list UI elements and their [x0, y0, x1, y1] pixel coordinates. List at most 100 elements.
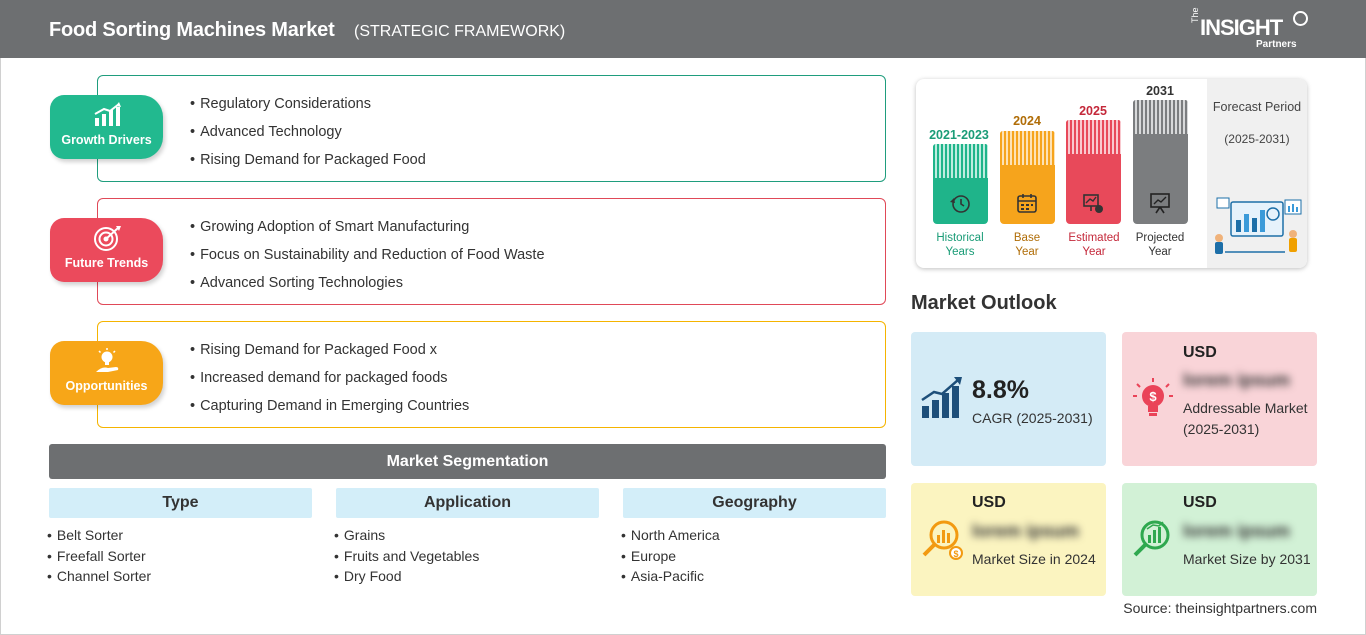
addressable-market-card: $ USD lorem ipsum Addressable Market (20…	[1122, 332, 1317, 466]
segment-heading: Type	[49, 488, 312, 518]
caption-line: Base	[1013, 232, 1041, 244]
growth-drivers-badge: Growth Drivers	[50, 95, 163, 159]
list-item: North America	[621, 526, 886, 547]
forecast-period-range: (2025-2031)	[1224, 132, 1290, 146]
svg-text:$: $	[1149, 389, 1157, 404]
market-outlook-title: Market Outlook	[911, 292, 1057, 314]
list-item: Grains	[334, 526, 599, 547]
list-item: Growing Adoption of Smart Manufacturing	[190, 218, 545, 246]
forecast-period-label: Forecast Period	[1212, 100, 1302, 114]
segment-heading: Application	[336, 488, 599, 518]
magnifier-growth-icon	[1133, 520, 1170, 557]
segment-application: Application Grains Fruits and Vegetables…	[336, 488, 599, 588]
logo-partners-text: Partners	[1256, 39, 1297, 50]
history-icon	[950, 195, 970, 213]
segment-list: North America Europe Asia-Pacific	[623, 526, 886, 588]
header-bar: Food Sorting Machines Market (STRATEGIC …	[0, 0, 1366, 58]
list-item: Fruits and Vegetables	[334, 547, 599, 568]
timeline-year: 2024	[1013, 114, 1041, 128]
timeline-caption: Projected Year	[1120, 231, 1200, 259]
segment-heading: Geography	[623, 488, 886, 518]
dollar-bulb-icon: $	[1133, 378, 1173, 416]
market-size-2024-card: $ USD lorem ipsum Market Size in 2024	[911, 483, 1106, 596]
list-item: Advanced Technology	[190, 123, 426, 151]
addressable-label: Addressable Market (2025-2031)	[1183, 400, 1308, 437]
list-item: Channel Sorter	[47, 567, 312, 588]
list-item: Capturing Demand in Emerging Countries	[190, 397, 469, 425]
analytics-illustration-icon	[1215, 197, 1302, 254]
target-icon	[93, 226, 121, 251]
timeline-bar-projected	[1133, 100, 1188, 224]
timeline-caption: Estimated Year	[1054, 231, 1134, 259]
list-item: Advanced Sorting Technologies	[190, 274, 545, 302]
future-trends-list: Growing Adoption of Smart Manufacturing …	[190, 218, 545, 302]
caption-line: Years	[945, 246, 975, 258]
list-item: Belt Sorter	[47, 526, 312, 547]
list-item: Dry Food	[334, 567, 599, 588]
timeline-panel: Forecast Period (2025-2031) 2021-2023 Hi…	[916, 79, 1307, 268]
market-size-2031-currency: USD	[1183, 494, 1217, 511]
addressable-value: lorem ipsum	[1183, 370, 1291, 390]
opportunities-badge: Opportunities	[50, 341, 163, 405]
list-item: Europe	[621, 547, 886, 568]
segment-list: Belt Sorter Freefall Sorter Channel Sort…	[49, 526, 312, 588]
list-item: Increased demand for packaged foods	[190, 369, 469, 397]
svg-text:$: $	[953, 549, 958, 559]
rising-bars-icon	[921, 377, 962, 418]
source-link[interactable]: Source: theinsightpartners.com	[1123, 600, 1317, 616]
timeline-caption: Base Year	[987, 231, 1067, 259]
page-subtitle: (STRATEGIC FRAMEWORK)	[354, 23, 566, 40]
caption-line: Year	[1148, 246, 1172, 258]
insight-partners-logo[interactable]: The INSIGHT Partners	[1190, 7, 1310, 53]
calendar-icon	[1017, 194, 1037, 213]
market-segmentation-bar: Market Segmentation	[49, 444, 886, 479]
timeline-year: 2031	[1146, 84, 1174, 98]
timeline-caption: Historical Years	[920, 231, 1000, 259]
list-item: Asia-Pacific	[621, 567, 886, 588]
growth-drivers-card: Regulatory Considerations Advanced Techn…	[97, 75, 886, 182]
caption-line: Estimated	[1068, 232, 1120, 244]
opportunities-label: Opportunities	[65, 379, 148, 393]
logo-insight-text: INSIGHT	[1200, 15, 1283, 40]
growth-drivers-label: Growth Drivers	[61, 133, 152, 147]
timeline-year: 2021-2023	[929, 128, 989, 142]
timeline-bar-historical	[933, 144, 988, 224]
future-trends-label: Future Trends	[64, 256, 149, 270]
market-size-2024-label: Market Size in 2024	[972, 551, 1096, 567]
cagr-label: CAGR (2025-2031)	[972, 410, 1093, 426]
lightbulb-hand-icon	[95, 348, 118, 372]
list-item: Focus on Sustainability and Reduction of…	[190, 246, 544, 274]
market-size-2031-card: USD lorem ipsum Market Size by 2031	[1122, 483, 1317, 596]
projection-board-icon	[1150, 193, 1170, 214]
caption-line: Historical	[936, 232, 984, 244]
opportunities-list: Rising Demand for Packaged Food x Increa…	[190, 341, 469, 425]
timeline-year: 2025	[1079, 104, 1107, 118]
addressable-currency: USD	[1183, 344, 1217, 361]
estimate-icon	[1083, 194, 1103, 213]
list-item: Rising Demand for Packaged Food	[190, 151, 426, 179]
cagr-value: 8.8%	[972, 376, 1029, 404]
page-title: Food Sorting Machines Market	[49, 19, 335, 41]
segment-type: Type Belt Sorter Freefall Sorter Channel…	[49, 488, 312, 588]
list-item: Regulatory Considerations	[190, 95, 426, 123]
cagr-card: 8.8% CAGR (2025-2031)	[911, 332, 1106, 466]
logo-ring-icon	[1293, 11, 1308, 26]
list-item: Rising Demand for Packaged Food x	[190, 341, 469, 369]
market-size-2031-label: Market Size by 2031	[1183, 551, 1311, 567]
market-size-2031-value: lorem ipsum	[1183, 521, 1291, 541]
bar-growth-icon	[94, 102, 121, 126]
magnifier-chart-icon: $	[922, 520, 963, 560]
segment-geography: Geography North America Europe Asia-Paci…	[623, 488, 886, 588]
caption-line: Projected	[1135, 232, 1185, 244]
market-size-2024-currency: USD	[972, 494, 1006, 511]
logo-the-text: The	[1190, 7, 1200, 23]
future-trends-card: Growing Adoption of Smart Manufacturing …	[97, 198, 886, 305]
future-trends-badge: Future Trends	[50, 218, 163, 282]
caption-line: Year	[1015, 246, 1039, 258]
list-item: Freefall Sorter	[47, 547, 312, 568]
growth-drivers-list: Regulatory Considerations Advanced Techn…	[190, 95, 426, 179]
caption-line: Year	[1082, 246, 1106, 258]
timeline-bar-base	[1000, 131, 1055, 224]
opportunities-card: Rising Demand for Packaged Food x Increa…	[97, 321, 886, 428]
timeline-bar-estimated	[1066, 120, 1121, 224]
